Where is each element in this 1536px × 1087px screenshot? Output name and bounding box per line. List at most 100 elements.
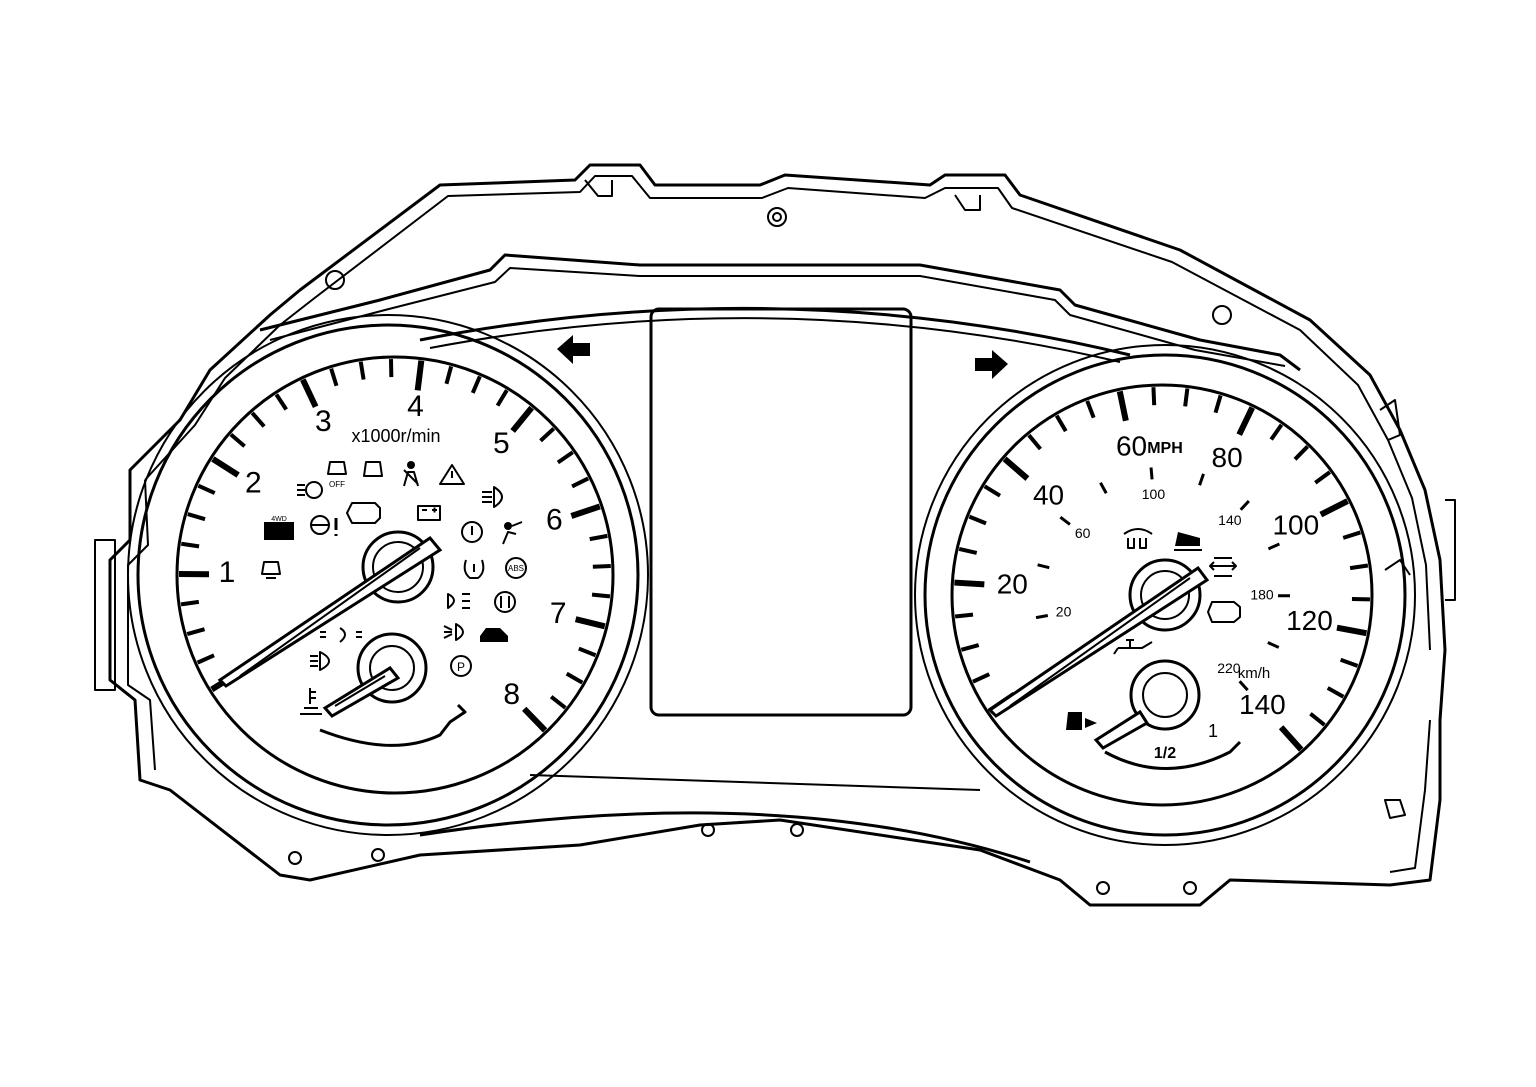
center-info-display: [649, 307, 913, 717]
tach-label: 8: [503, 678, 520, 711]
tach-tick: [549, 695, 567, 710]
mph-tick: [1002, 456, 1030, 481]
mph-tick: [1309, 712, 1326, 727]
svg-text:4WD: 4WD: [271, 516, 287, 523]
mph-tick: [1213, 394, 1223, 414]
kmh-tick: [1198, 473, 1205, 486]
cluster-bezel: [259, 253, 1301, 895]
temp-needle: [322, 666, 401, 718]
tach-label: 5: [493, 427, 510, 460]
service-engine-icon: [1207, 601, 1241, 623]
abs-icon: ABS: [505, 557, 527, 579]
cruise-control-icon: [1123, 528, 1153, 549]
tachometer-unit: x1000r/min: [351, 426, 440, 446]
stability-icon: [363, 461, 383, 477]
lane-departure-icon: [1209, 557, 1237, 577]
tach-tick: [570, 503, 601, 519]
high-beam-icon: [482, 486, 503, 508]
svg-text:OFF: OFF: [329, 480, 345, 489]
tach-tick: [329, 368, 339, 387]
kmh-label: 180: [1250, 586, 1274, 602]
tach-tick: [180, 541, 200, 549]
tach-label: 3: [315, 405, 332, 438]
check-engine-icon: [346, 502, 381, 524]
tach-tick: [571, 476, 590, 489]
tach-tick: [187, 512, 206, 522]
temp-gauge: [319, 632, 467, 747]
oil-pressure-icon: [1113, 639, 1153, 655]
tach-tick: [211, 456, 240, 478]
headlamp-on-icon: [310, 651, 330, 671]
mph-tick: [1314, 470, 1331, 485]
mph-label: 120: [1286, 605, 1333, 636]
fuel-full-label: 1: [1208, 721, 1218, 741]
warning-triangle-icon: [439, 464, 465, 485]
mph-tick: [954, 612, 974, 619]
mph-label: 40: [1033, 479, 1064, 510]
kmh-label: 20: [1056, 603, 1072, 619]
security-icon: [480, 628, 508, 642]
tach-tick: [444, 365, 454, 385]
kmh-tick: [1035, 614, 1049, 620]
tach-tick: [589, 533, 608, 542]
mph-tick: [1236, 406, 1255, 436]
seatbelt-icon: [403, 461, 419, 487]
kmh-tick: [1059, 515, 1071, 526]
kmh-tick: [1238, 680, 1249, 692]
parking-brake-icon: P: [450, 655, 472, 677]
tach-tick: [578, 646, 597, 658]
tach-tick: [186, 627, 206, 637]
mph-label: 140: [1239, 689, 1286, 720]
mph-ticks: [954, 387, 1370, 752]
mph-tick: [958, 547, 978, 555]
mph-tick: [1278, 725, 1304, 752]
mph-tick: [968, 514, 987, 526]
mph-tick: [1116, 390, 1129, 422]
mph-tick: [954, 579, 985, 588]
mph-tick: [972, 672, 991, 684]
fuel-needle: [1093, 709, 1150, 750]
kmh-tick: [1239, 499, 1250, 511]
svg-text:P: P: [457, 660, 465, 674]
kmh-tick: [1099, 482, 1108, 494]
tach-tick: [592, 564, 611, 569]
kmh-tick: [1149, 467, 1154, 480]
tach-tick: [196, 653, 215, 665]
mph-tick: [1085, 400, 1096, 419]
mph-label: 20: [997, 568, 1028, 599]
kmh-label: 140: [1218, 512, 1242, 528]
kmh-tick: [1267, 641, 1280, 649]
parking-lamp-icon: [320, 627, 362, 643]
right-turn-arrow-icon: [975, 350, 1008, 379]
fog-rear-icon: [447, 593, 470, 609]
tach-label: 7: [550, 597, 567, 630]
power-steering-icon: [310, 515, 338, 536]
brake-icon: [461, 521, 483, 543]
tach-tick: [565, 671, 584, 685]
kmh-label: 60: [1075, 525, 1091, 541]
mph-tick: [983, 484, 1002, 498]
tach-label: 1: [219, 556, 236, 589]
fuel-gauge: 1/2 1: [1066, 659, 1242, 770]
kmh-label: 100: [1142, 486, 1166, 502]
kmh-tick: [1267, 542, 1281, 551]
tach-tick: [591, 592, 611, 599]
tach-tick: [250, 411, 266, 428]
mph-tick: [1319, 498, 1349, 518]
hill-descent-icon: [261, 561, 281, 579]
tach-tick: [510, 405, 534, 433]
tach-tick: [274, 393, 288, 411]
tach-tick: [470, 375, 482, 394]
fuel-pump-icon: [1066, 712, 1097, 730]
low-traction-icon: [1174, 532, 1202, 551]
svg-text:ABS: ABS: [508, 564, 524, 573]
mph-tick: [1054, 414, 1068, 433]
airbag-icon: [502, 521, 523, 545]
tach-tick: [574, 616, 606, 630]
coolant-temp-icon: [300, 688, 322, 715]
